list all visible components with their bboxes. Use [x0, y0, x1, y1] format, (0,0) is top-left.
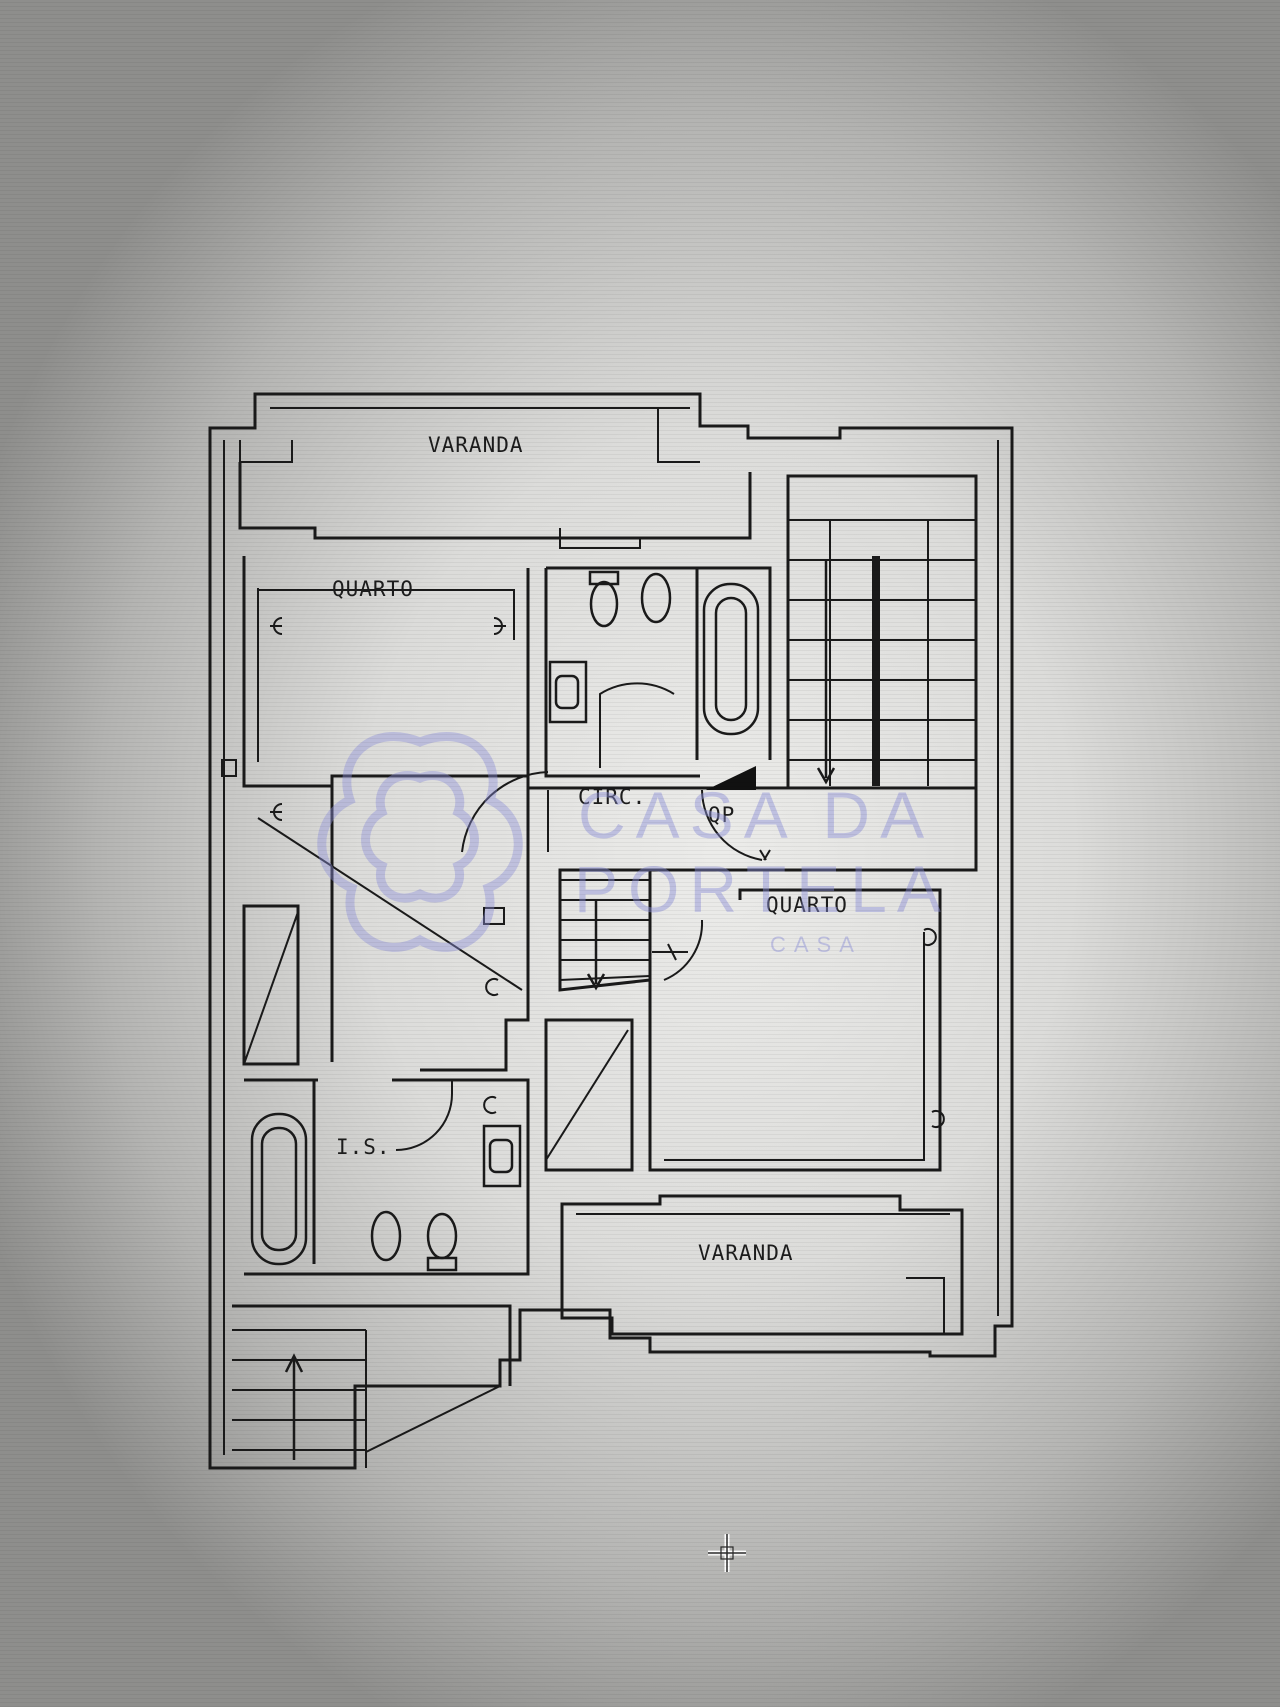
- bathtub-top-inner: [714, 596, 748, 722]
- label-is: I.S.: [336, 1135, 391, 1159]
- room-quarto-right: QUARTO: [648, 849, 945, 1172]
- watermark-logo-icon: [317, 732, 523, 952]
- label-varanda-bottom: VARANDA: [698, 1241, 794, 1265]
- label-circ: CIRC.: [578, 785, 646, 809]
- toilet-is-tank: [426, 1256, 458, 1272]
- varanda-bottom: VARANDA: [560, 1194, 964, 1336]
- watermark-line2: PORTELA: [574, 852, 951, 926]
- watermark-line3: CASA: [770, 932, 862, 957]
- bathroom-top: [544, 566, 772, 778]
- qp-panel-marker: [706, 766, 756, 790]
- label-qp: QP: [708, 803, 735, 827]
- bidet-is: [370, 1210, 402, 1262]
- label-varanda-top: VARANDA: [428, 433, 524, 457]
- washbasin-is-bowl: [488, 1138, 514, 1174]
- toilet: [589, 580, 619, 628]
- washbasin-is: [482, 1124, 522, 1188]
- left-corridor: [242, 776, 634, 1172]
- bathtub-is-inner: [260, 1126, 298, 1252]
- bathroom-is: I.S.: [244, 1078, 530, 1276]
- wall-socket: [221, 759, 237, 777]
- bathtub-top: [702, 582, 760, 736]
- varanda-top: VARANDA: [238, 433, 752, 549]
- label-quarto-right: QUARTO: [766, 893, 848, 917]
- bidet: [640, 572, 672, 624]
- washbasin-top-bowl: [554, 674, 580, 710]
- circulation: CIRC. QP: [461, 766, 978, 872]
- stair-handrail: [872, 556, 880, 786]
- washbasin-top: [548, 660, 588, 724]
- label-quarto-left: QUARTO: [332, 577, 414, 601]
- toilet-is: [426, 1212, 458, 1260]
- stairs-bottom: [232, 1304, 512, 1468]
- crosshair-cursor-icon: [708, 1534, 746, 1572]
- bathtub-is: [250, 1112, 308, 1266]
- small-sink: [483, 907, 505, 925]
- watermark-line1: CASA DA: [578, 778, 934, 852]
- watermark: CASA DA PORTELA CASA: [317, 732, 951, 957]
- toilet-tank: [588, 570, 620, 586]
- stairs-top: [786, 474, 978, 790]
- outer-walls: [208, 392, 1014, 1470]
